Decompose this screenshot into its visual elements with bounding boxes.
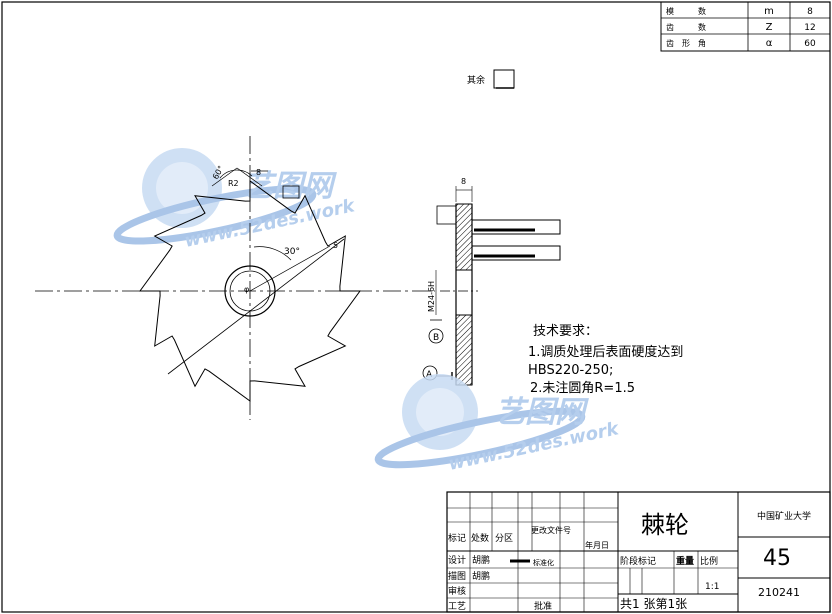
tb-label-date: 年月日 (585, 540, 609, 550)
tb-part-name: 棘轮 (641, 511, 689, 539)
dim-tooth-width: 8 (256, 168, 261, 177)
tb-label-ratio: 比例 (700, 555, 718, 567)
thread-label: M24-6H (427, 281, 436, 312)
section-bore (455, 269, 473, 316)
tb-scale: 1:1 (705, 582, 719, 592)
param-symbol-angle: α (766, 38, 773, 49)
tb-label-count: 处数 (471, 532, 489, 544)
section-upper-hatch (455, 203, 473, 271)
svg-text:艺图网: 艺图网 (495, 395, 589, 430)
surface-symbol-tooth (282, 185, 300, 199)
title-block: 标记 处数 分区 更改文件号 年月日 设计 胡鹏 标准化 描图 胡鹏 审核 工艺… (446, 491, 831, 613)
tb-label-stage: 阶段标记 (620, 555, 656, 567)
section-lower-hatch (455, 314, 473, 386)
param-symbol-teeth: Z (766, 22, 773, 33)
tb-label-zone: 分区 (495, 533, 513, 544)
param-value-teeth: 12 (804, 23, 815, 33)
tb-drafter: 胡鹏 (472, 570, 490, 582)
tb-label-process: 工艺 (448, 601, 466, 612)
datum-b: B (433, 333, 439, 343)
side-dim-width: 8 (461, 177, 466, 186)
param-value-module: 8 (807, 7, 813, 17)
surface-finish-symbol (493, 69, 515, 89)
ratchet-front-view: 30° 60° R2 8 5 φ (35, 136, 435, 420)
param-symbol-module: m (764, 6, 774, 17)
tb-label-standard: 标准化 (533, 558, 554, 567)
tb-label-draw: 描图 (448, 570, 466, 582)
bore-outer-circle (224, 265, 276, 317)
technical-requirements: 技术要求： 1.调质处理后表面硬度达到 HBS220-250; 2.未注圆角R=… (528, 324, 683, 396)
dim-radius: R2 (228, 179, 239, 188)
requirement-line-1: 1.调质处理后表面硬度达到 (528, 344, 683, 360)
ratchet-tooth-profile (139, 180, 361, 402)
tb-label-change-doc: 更改文件号 (531, 525, 571, 535)
shaft-key-lower (471, 245, 561, 261)
requirements-title: 技术要求： (533, 324, 598, 339)
param-name-angle: 齿 形 角 (666, 38, 706, 48)
datum-a: A (426, 370, 433, 380)
tb-drawing-no: 210241 (758, 586, 800, 599)
tb-label-weight: 重量 (676, 555, 694, 567)
center-mark: φ (244, 285, 249, 294)
shaft-key-upper (471, 219, 561, 235)
tb-designer: 胡鹏 (472, 554, 490, 566)
ratchet-side-view: 8 M24-6H B A (422, 177, 561, 386)
param-name-module: 模 数 (666, 6, 706, 16)
gear-parameter-table: 模 数 m 8 齿 数 Z 12 齿 形 角 α 60 (660, 1, 831, 52)
requirement-line-3: 2.未注圆角R=1.5 (530, 381, 635, 396)
param-value-angle: 60 (804, 39, 816, 49)
tb-material: 45 (763, 546, 791, 571)
tb-label-design: 设计 (448, 554, 466, 566)
surface-finish-note: 其余 (467, 69, 515, 89)
surface-finish-label: 其余 (467, 74, 485, 86)
dim-small: 5 (333, 241, 338, 250)
tb-school: 中国矿业大学 (757, 510, 811, 522)
requirement-line-2: HBS220-250; (528, 363, 613, 378)
datum-b-circle (428, 328, 444, 344)
tb-sheet-info: 共1 张第1张 (620, 597, 687, 611)
dim-angle-30: 30° (284, 247, 300, 257)
diameter-dimension-line (167, 238, 345, 375)
angle-30-arc (253, 246, 292, 261)
param-name-teeth: 齿 数 (666, 22, 706, 32)
tb-label-mark: 标记 (448, 532, 466, 544)
tb-label-check: 审核 (448, 585, 466, 597)
tb-label-approve: 批准 (534, 600, 552, 612)
